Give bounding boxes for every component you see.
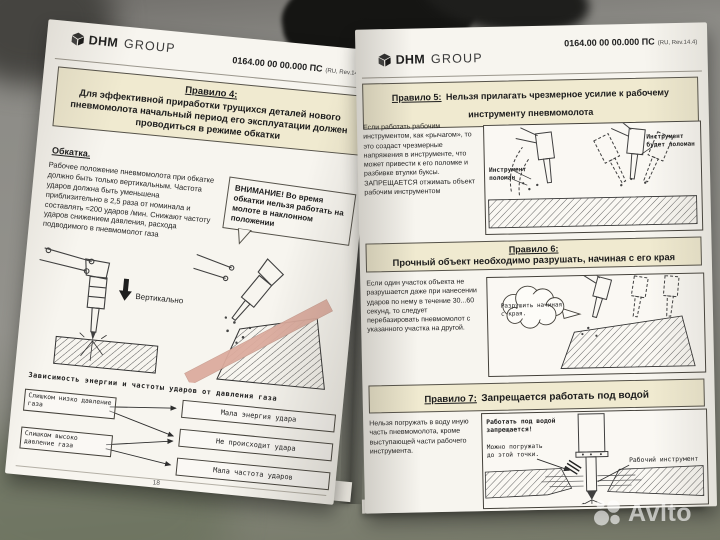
figure-vertical-hammer: Вертикально [39,247,184,374]
warning-text: ВНИМАНИЕ! Во время обкатки нельзя работа… [230,183,345,229]
submerge-line2: до этой точки. [487,450,539,459]
rule5-heading: Нельзя прилагать чрезмерное усилие к раб… [445,87,669,120]
warning-bubble: ВНИМАНИЕ! Во время обкатки нельзя работа… [222,176,357,246]
brand-suffix: GROUP [430,51,483,67]
manual-page-left: DHM GROUP 0164.00 00 00.000 ПС(RU, Rev.1… [4,19,378,505]
rule7-figure-frame: Работать под водой запрещается! Можно по… [481,408,709,510]
bubble-line2: с края. [501,310,526,318]
tool-broken-label-line1: Инструмент [489,166,527,174]
prohibition-bar [184,299,333,386]
avito-logo-icon [594,500,620,526]
page-number: 18 [152,479,161,488]
down-arrow-icon [118,278,132,301]
tool-will-break-label-line2: будет поломан [646,140,695,149]
doc-number-text: 0164.00 00 00.000 ПС [231,55,324,74]
rule4-box: Правило 4: Для эффективной приработки тр… [52,66,367,157]
rule7-figure: Работать под водой запрещается! Можно по… [484,413,705,510]
vertical-label: Вертикально [135,292,184,306]
rule6-figure: Разрушить начиная с края. [501,267,696,369]
header-right: DHM GROUP [377,51,483,67]
no-underwater-line2: запрещается! [486,425,532,434]
manual-page-right: 0164.00 00 00.000 ПС(RU, Rev.14.4) DHM G… [354,22,718,514]
rule6-figure-frame: Разрушить начиная с края. [486,267,707,378]
avito-watermark: Avito [592,498,692,528]
rule7-title: Правило 7: [424,393,477,406]
avito-watermark-text: Avito [628,498,693,527]
runin-paragraph: Рабочее положение пневмомолота при обкат… [42,159,215,240]
section-label: Обкатка. [51,145,91,159]
doc-revision: (RU, Rev.14.4) [657,39,698,47]
bubble-line1: Разрушить начиная [501,301,563,309]
doc-number-right: 0164.00 00 00.000 ПС(RU, Rev.14.4) [564,31,697,52]
rule7-heading: Запрещается работать под водой [481,389,650,405]
rule5-figure: Инструмент поломан Инструмент будет поло… [488,118,698,229]
brand-name: DHM [395,52,426,67]
dhm-logo-icon [71,32,85,46]
working-tool-label: Рабочий инструмент [629,455,699,464]
header-left: DHM GROUP [70,31,177,56]
rule5-figure-frame: Инструмент поломан Инструмент будет поло… [482,118,704,236]
figure-inclined-hammer [184,254,333,390]
rule7-paragraph: Нельзя погружать в воду иную часть пневм… [369,418,469,456]
rule5-paragraph: Если работать рабочим инструментом, как … [362,122,476,197]
submerge-line1: Можно погружать [487,443,543,451]
rule6-box: Правило 6: Прочный объект необходимо раз… [365,236,702,273]
rule6-paragraph: Если один участок объекта не разрушается… [366,278,477,335]
warning-bubble-tail [237,228,253,245]
tool-will-break-label-line1: Инструмент [646,133,684,141]
brand-suffix: GROUP [123,36,177,56]
brand-name: DHM [88,33,119,50]
tool-broken-label-line2: поломан [489,174,515,182]
doc-number-text: 0164.00 00 00.000 ПС [564,36,655,49]
no-underwater-line1: Работать под водой [486,417,556,426]
rule5-title: Правило 5: [391,91,442,103]
rule7-box: Правило 7: Запрещается работать под водо… [368,378,705,414]
dhm-logo-icon [378,53,391,67]
